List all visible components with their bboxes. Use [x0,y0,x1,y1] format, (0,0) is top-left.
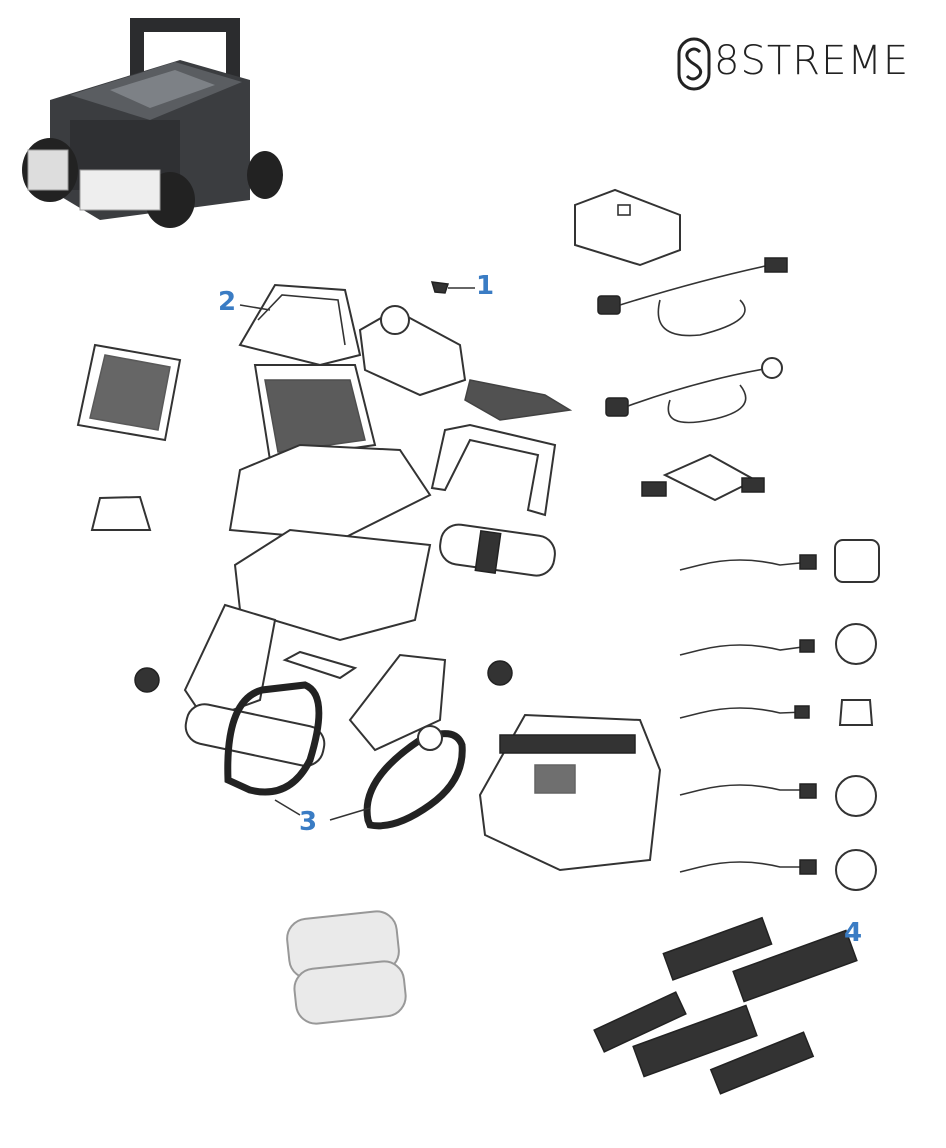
callout-2: 2 [218,287,237,317]
left-side-plate [183,603,277,722]
right-side-plate [348,653,447,752]
brushes [593,916,858,1095]
swivel-cable [605,357,783,424]
sponge-part [90,495,152,531]
brand-name: 8STREME [714,38,910,84]
power-cords [679,539,880,891]
track-left [224,681,323,796]
callout-4: 4 [844,918,863,948]
top-lid [238,283,362,367]
filter-basket [253,364,377,462]
filter-panel [76,343,182,442]
spare-filter-bags [286,910,407,1025]
bottom-base [478,713,662,872]
bottom-plate [282,650,358,680]
brand-logo-icon [677,37,711,91]
wheel-right [487,660,513,686]
drive-wheel [417,725,443,751]
power-cord-eu-2 [679,849,877,891]
power-cord-eu [679,775,877,817]
front-roller [439,523,556,577]
track-right [363,730,466,830]
callout-1: 1 [476,271,495,301]
top-cover [228,443,432,542]
power-cord-au [679,623,877,665]
power-cord-uk [679,539,880,583]
swivel-connector [641,453,765,502]
impeller-part [430,281,450,294]
callout-3-leaders [274,799,371,821]
callout-2-leader [239,304,271,311]
rear-roller [184,703,326,767]
motor-unit [358,305,573,421]
wheel-left [134,667,160,693]
handle [430,423,557,517]
robot-product-photo [22,18,283,228]
floating-cable [597,257,788,337]
callout-3: 3 [299,807,318,837]
power-cord-us [679,699,874,726]
power-supply-box [574,188,681,267]
